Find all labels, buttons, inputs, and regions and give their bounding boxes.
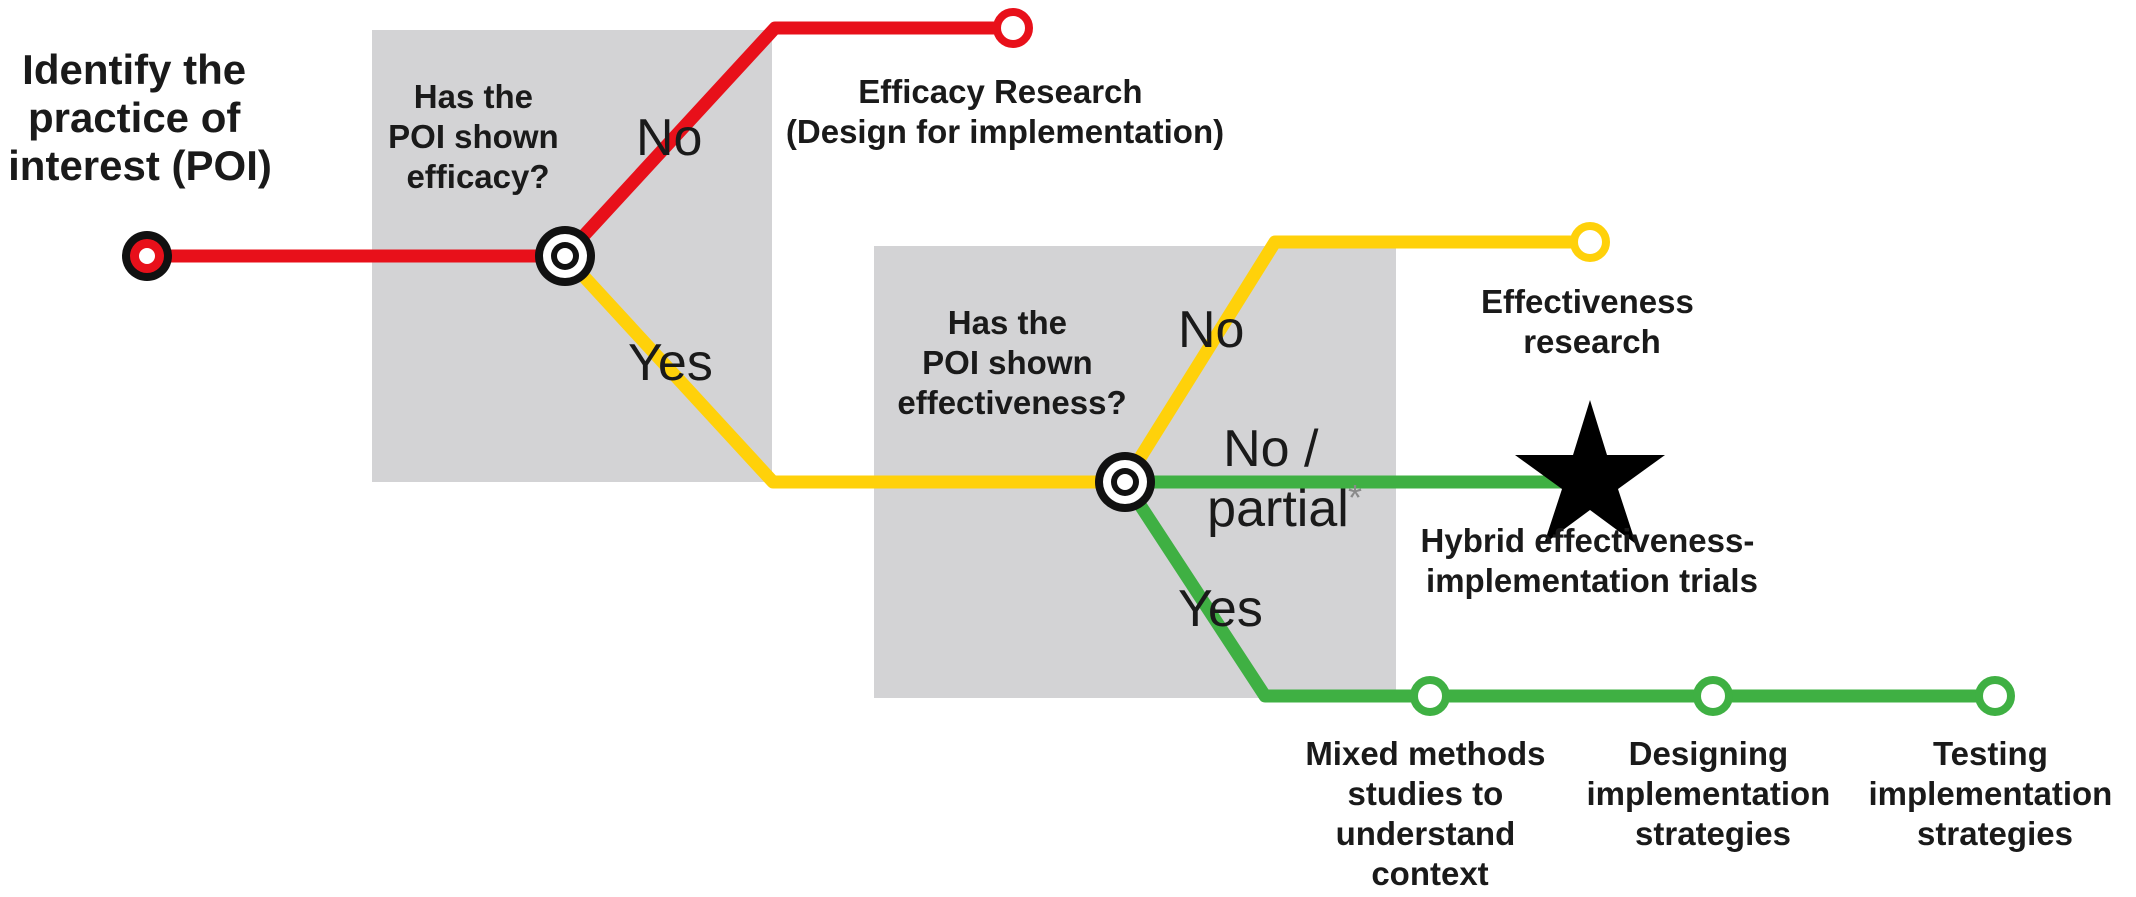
- partial-label: No / partial: [1207, 420, 1349, 538]
- effectiveness-no-label: No: [1178, 301, 1244, 359]
- effectiveness-research-station: [1570, 222, 1610, 262]
- partial-asterisk: *: [1348, 477, 1362, 518]
- designing-strategies-station: [1693, 676, 1733, 716]
- effectiveness-decision-node: [1095, 452, 1155, 512]
- yellow-route-effectiveness-no: [1119, 235, 1580, 486]
- green-route-effectiveness-yes: [1119, 478, 1995, 703]
- efficacy-yes-label: Yes: [628, 334, 713, 392]
- testing-strategies-station: [1975, 676, 2015, 716]
- start-station: [122, 231, 172, 281]
- effectiveness-yes-label: Yes: [1178, 580, 1263, 638]
- start-title: Identify the practice of interest (POI): [8, 46, 272, 189]
- effectiveness-question: Has the POI shown effectiveness?: [897, 304, 1126, 421]
- efficacy-question: Has the POI shown efficacy?: [388, 78, 568, 195]
- efficacy-research-label: Efficacy Research (Design for implementa…: [786, 73, 1224, 150]
- mixed-methods-label: Mixed methods studies to understand cont…: [1305, 735, 1554, 892]
- hybrid-trials-label: Hybrid effectiveness- implementation tri…: [1421, 522, 1764, 599]
- yellow-route-efficacy-yes: [560, 251, 1125, 489]
- red-route-line: [147, 21, 1005, 263]
- designing-strategies-label: Designing implementation strategies: [1586, 735, 1839, 852]
- testing-strategies-label: Testing implementation strategies: [1868, 735, 2121, 852]
- efficacy-research-station: [993, 8, 1033, 48]
- effectiveness-research-label: Effectiveness research: [1481, 283, 1703, 360]
- efficacy-decision-node: [535, 226, 595, 286]
- efficacy-no-label: No: [636, 109, 702, 167]
- star-icon: [1515, 400, 1665, 544]
- mixed-methods-station: [1410, 676, 1450, 716]
